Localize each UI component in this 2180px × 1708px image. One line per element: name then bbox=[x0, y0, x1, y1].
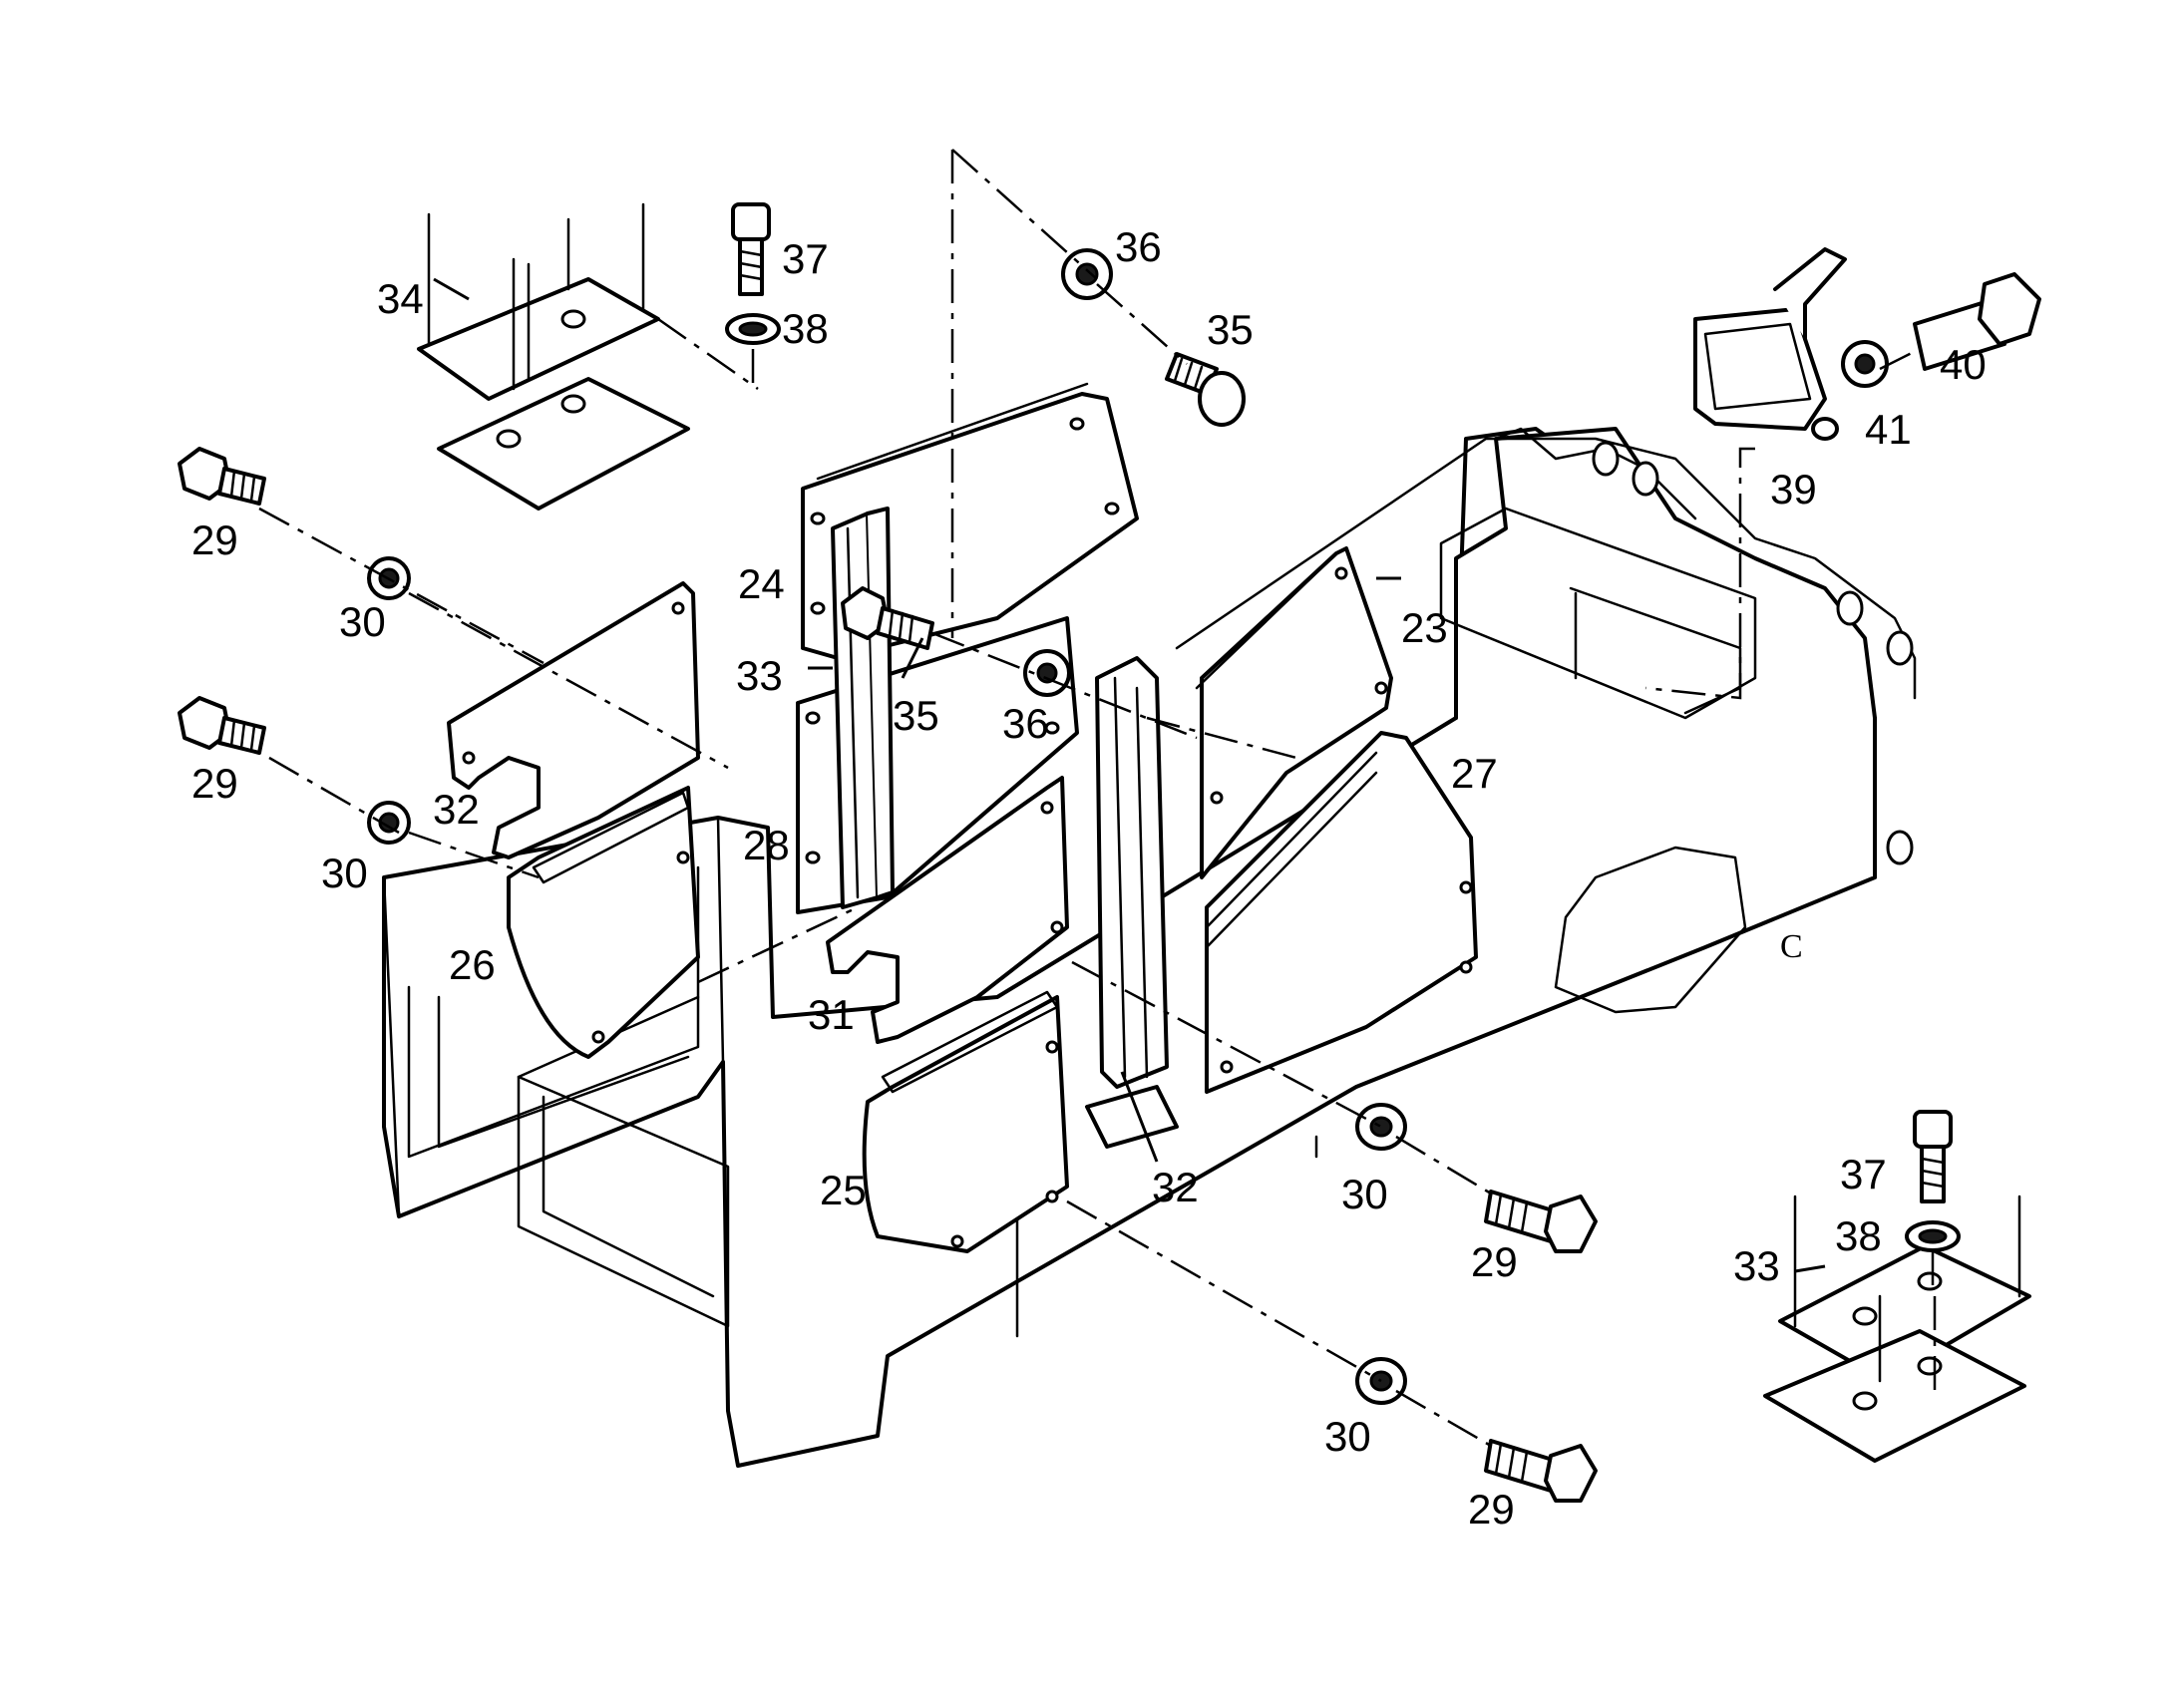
callout-41: 41 bbox=[1865, 406, 1912, 453]
callout-34: 34 bbox=[377, 275, 424, 322]
callout-35-top: 35 bbox=[1207, 306, 1254, 353]
callout-33-centre: 33 bbox=[736, 652, 783, 699]
callout-26: 26 bbox=[449, 941, 496, 988]
washer-30-right bbox=[1355, 1103, 1407, 1151]
callout-29-upper-left: 29 bbox=[191, 516, 238, 563]
cap-screw-37-top bbox=[731, 202, 771, 296]
plate-32-upper bbox=[447, 581, 700, 859]
callout-24: 24 bbox=[738, 560, 785, 607]
washer-38-bottom bbox=[1905, 1220, 1961, 1252]
callout-35-centre: 35 bbox=[893, 692, 939, 739]
bracket-33-bottom bbox=[1763, 1195, 2031, 1463]
washer-41 bbox=[1841, 340, 1889, 388]
callout-38-bottom: 38 bbox=[1835, 1212, 1882, 1259]
callout-25: 25 bbox=[820, 1167, 867, 1213]
callout-32-centre: 32 bbox=[1152, 1164, 1199, 1210]
callout-37-bottom: 37 bbox=[1840, 1151, 1887, 1197]
plate-27 bbox=[1205, 731, 1478, 1094]
callout-30-mid-left: 30 bbox=[321, 850, 368, 896]
callout-30-right: 30 bbox=[1341, 1171, 1388, 1217]
latch-39 bbox=[1693, 247, 1847, 441]
callout-33-bottom: 33 bbox=[1733, 1242, 1780, 1289]
callout-29-right: 29 bbox=[1471, 1238, 1518, 1285]
cap-screw-37-bottom bbox=[1913, 1110, 1953, 1203]
hex-bolt-40 bbox=[1913, 272, 2041, 371]
hex-bolt-29-bottom bbox=[1484, 1439, 1598, 1503]
plate-25 bbox=[862, 990, 1069, 1253]
callout-31: 31 bbox=[808, 991, 855, 1038]
callout-29-bottom: 29 bbox=[1468, 1486, 1515, 1533]
assembly-centerlines bbox=[258, 149, 1937, 1448]
plate-23 bbox=[1195, 546, 1393, 879]
callout-30-upper-left: 30 bbox=[339, 598, 386, 645]
callout-36-centre: 36 bbox=[1002, 700, 1049, 747]
washer-30-mid-left bbox=[367, 801, 411, 845]
rail-33 bbox=[831, 507, 895, 909]
hex-bolt-29-mid-left bbox=[178, 696, 266, 755]
leader-lines bbox=[433, 277, 1826, 1273]
hex-bolt-35-centre bbox=[841, 586, 934, 650]
callout-36-top: 36 bbox=[1115, 223, 1162, 270]
washer-38-top bbox=[725, 313, 781, 345]
callout-23: 23 bbox=[1401, 604, 1448, 651]
callout-32-upper: 32 bbox=[433, 786, 480, 833]
rail-32-centre bbox=[1085, 656, 1179, 1149]
callout-38-top: 38 bbox=[782, 305, 829, 352]
callout-39: 39 bbox=[1770, 466, 1817, 512]
plate-26 bbox=[507, 786, 700, 1059]
callout-labels: 34 37 38 36 35 40 41 39 29 30 24 33 35 3… bbox=[191, 223, 1987, 1533]
bolt-35-top bbox=[1165, 352, 1246, 427]
callout-40: 40 bbox=[1940, 341, 1987, 388]
callout-27: 27 bbox=[1451, 750, 1498, 797]
callout-29-mid-left: 29 bbox=[191, 760, 238, 807]
callout-30-bottom: 30 bbox=[1324, 1413, 1371, 1460]
callout-28: 28 bbox=[743, 822, 790, 868]
bracket-34 bbox=[417, 202, 690, 511]
callout-37-top: 37 bbox=[782, 235, 829, 282]
hex-bolt-29-right bbox=[1484, 1190, 1598, 1253]
c-mark-text: C bbox=[1780, 928, 1803, 965]
hex-bolt-29-upper-left bbox=[178, 447, 266, 506]
plate-31 bbox=[826, 776, 1069, 1044]
